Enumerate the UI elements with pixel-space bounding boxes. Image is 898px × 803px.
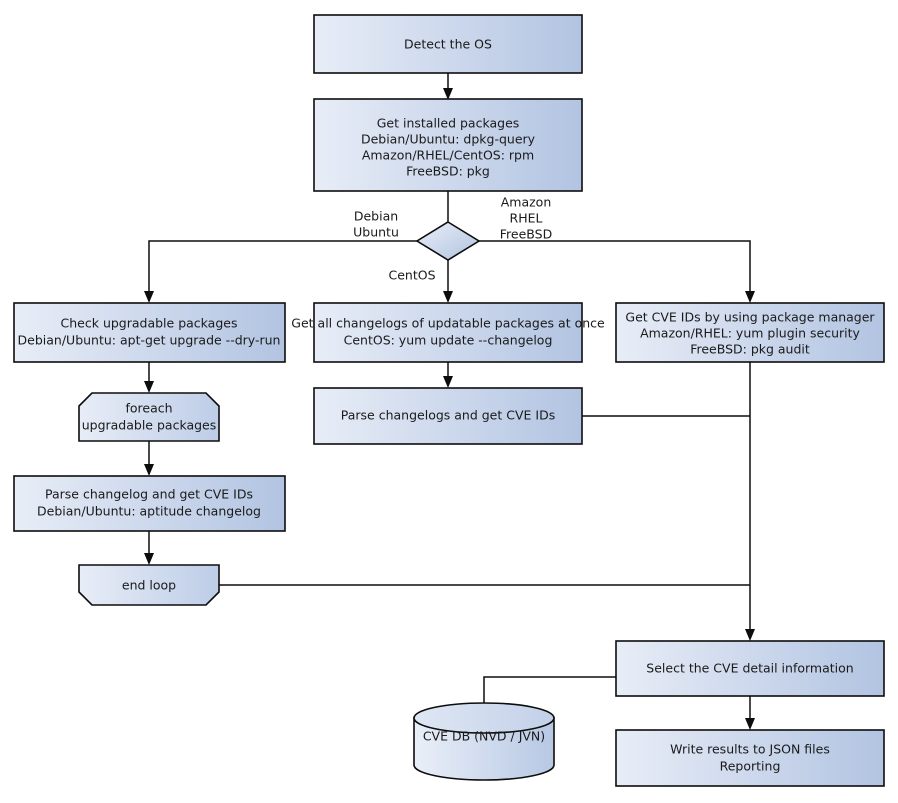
node-detect-os[interactable]: Detect the OS [313, 14, 583, 74]
edge-label-centos: CentOS [388, 268, 435, 283]
node-end-loop-line-0: end loop [122, 578, 176, 593]
edge-label-debian-ubuntu-line-0: Debian [354, 209, 398, 224]
edge-label-debian-ubuntu: Debian Ubuntu [353, 209, 399, 240]
node-select-cve-detail-line-0: Select the CVE detail information [646, 661, 853, 676]
edge-decision-to-package-manager [479, 240, 755, 303]
node-get-installed-packages[interactable]: Get installed packages Debian/Ubuntu: dp… [313, 98, 583, 192]
node-get-all-changelogs-line-1: CentOS: yum update --changelog [344, 333, 553, 348]
node-check-upgradable-packages-line-0: Check upgradable packages [61, 316, 238, 331]
node-end-loop[interactable]: end loop [78, 564, 220, 606]
edge-label-centos-line-0: CentOS [388, 268, 435, 283]
node-get-all-changelogs-line-0: Get all changelogs of updatable packages… [291, 316, 605, 331]
edge-select-cve-to-write-results [745, 696, 755, 730]
node-get-installed-packages-line-2: Amazon/RHEL/CentOS: rpm [362, 148, 534, 163]
edge-label-amazon-rhel-freebsd: Amazon RHEL FreeBSD [500, 195, 552, 242]
edge-decision-to-get-all-changelogs [443, 260, 453, 303]
node-foreach-loop-start-line-1: upgradable packages [82, 418, 217, 433]
node-write-results-line-0: Write results to JSON files [670, 742, 830, 757]
node-check-upgradable-packages[interactable]: Check upgradable packages Debian/Ubuntu:… [13, 302, 286, 363]
node-foreach-loop-start[interactable]: foreach upgradable packages [78, 392, 220, 442]
node-os-decision[interactable] [415, 221, 481, 261]
node-write-results[interactable]: Write results to JSON files Reporting [615, 729, 885, 787]
edge-decision-to-check-upgradable [144, 240, 417, 303]
node-get-installed-packages-line-3: FreeBSD: pkg [406, 164, 490, 179]
edge-foreach-to-parse-changelog [144, 441, 154, 476]
node-foreach-loop-start-line-0: foreach [125, 401, 172, 416]
edge-label-amazon-rhel-freebsd-line-2: FreeBSD [500, 227, 552, 242]
node-get-cve-ids-package-manager[interactable]: Get CVE IDs by using package manager Ama… [615, 302, 885, 363]
node-get-installed-packages-line-1: Debian/Ubuntu: dpkg-query [361, 132, 536, 147]
node-get-cve-ids-package-manager-line-0: Get CVE IDs by using package manager [625, 310, 875, 325]
node-get-all-changelogs[interactable]: Get all changelogs of updatable packages… [291, 302, 605, 363]
node-write-results-line-1: Reporting [720, 759, 781, 774]
edge-label-amazon-rhel-freebsd-line-1: RHEL [510, 211, 543, 226]
node-get-cve-ids-package-manager-line-2: FreeBSD: pkg audit [690, 342, 810, 357]
node-parse-changelog-cve-ids-line-1: Debian/Ubuntu: aptitude changelog [37, 504, 261, 519]
edge-label-amazon-rhel-freebsd-line-0: Amazon [501, 195, 552, 210]
edge-check-upgradable-to-foreach [144, 362, 154, 393]
edge-get-all-changelogs-to-parse [443, 362, 453, 388]
node-check-upgradable-packages-line-1: Debian/Ubuntu: apt-get upgrade --dry-run [18, 333, 281, 348]
node-get-cve-ids-package-manager-line-1: Amazon/RHEL: yum plugin security [640, 326, 860, 341]
edge-parse-changelog-to-end-loop [144, 531, 154, 565]
node-cve-database[interactable]: CVE DB (NVD / JVN) [413, 702, 555, 781]
node-parse-changelog-cve-ids[interactable]: Parse changelog and get CVE IDs Debian/U… [13, 475, 286, 532]
node-select-cve-detail[interactable]: Select the CVE detail information [615, 640, 885, 697]
edge-label-debian-ubuntu-line-1: Ubuntu [353, 225, 399, 240]
node-get-installed-packages-line-0: Get installed packages [377, 116, 520, 131]
edge-detect-os-to-get-packages [443, 73, 453, 100]
edge-package-manager-to-select-cve [745, 362, 755, 641]
node-parse-changelogs-cve-ids[interactable]: Parse changelogs and get CVE IDs [313, 387, 583, 445]
connectors-layer [144, 73, 755, 730]
edge-cve-db-to-select-cve [483, 676, 616, 710]
node-parse-changelogs-cve-ids-line-0: Parse changelogs and get CVE IDs [341, 408, 555, 423]
node-detect-os-line-0: Detect the OS [404, 37, 492, 52]
node-parse-changelog-cve-ids-line-0: Parse changelog and get CVE IDs [45, 487, 253, 502]
node-cve-database-label: CVE DB (NVD / JVN) [423, 729, 545, 744]
